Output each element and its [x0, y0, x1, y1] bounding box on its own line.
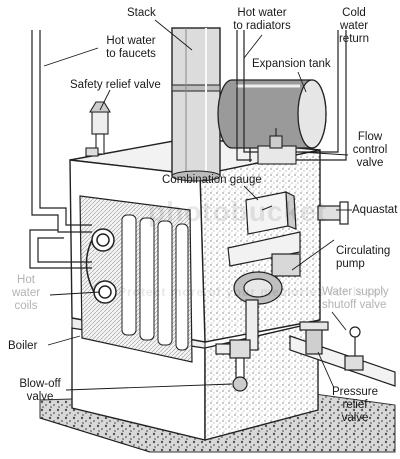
- label-safety-relief-valve: Safety relief valve: [70, 79, 161, 91]
- label-line: water: [339, 20, 369, 32]
- radiator-pipes: [236, 30, 347, 161]
- faucet-pipe: [29, 30, 92, 269]
- label-water-supply-shutoff: Water supply shutoff valve: [322, 286, 389, 312]
- label-stack: Stack: [127, 7, 156, 19]
- blow-off-valve: [215, 339, 251, 392]
- label-line: valve: [341, 412, 369, 424]
- label-line: pump: [336, 258, 365, 270]
- photobucket-watermark: photobucket: [148, 196, 327, 227]
- label-aquastat: Aquastat: [352, 204, 398, 216]
- label-line: shutoff valve: [322, 299, 387, 311]
- label-line: Hot water: [106, 35, 156, 47]
- safety-relief-valve: [85, 101, 111, 157]
- label-blow-off-valve: Blow-off valve: [14, 378, 66, 404]
- expansion-tank: [217, 79, 327, 162]
- label-line: water: [11, 287, 41, 299]
- label-line: return: [338, 33, 370, 45]
- label-combination-gauge: Combination gauge: [162, 174, 262, 186]
- label-line: Cold: [342, 7, 366, 19]
- label-line: control: [352, 144, 388, 156]
- label-line: to faucets: [106, 48, 156, 60]
- label-line: coils: [14, 300, 38, 312]
- circulating-pump: [227, 231, 301, 351]
- watermark-tagline: Protect more of your memories for less!: [118, 285, 386, 299]
- label-line: Hot: [17, 274, 35, 286]
- label-boiler: Boiler: [8, 340, 38, 352]
- label-line: to radiators: [233, 20, 291, 32]
- label-line: Circulating: [336, 245, 391, 257]
- label-hot-water-faucets: Hot water to faucets: [98, 35, 164, 61]
- label-expansion-tank: Expansion tank: [252, 58, 331, 70]
- label-circulating-pump: Circulating pump: [336, 245, 390, 271]
- label-hot-water-coils: Hot water coils: [5, 274, 47, 313]
- aquastat: [317, 201, 349, 225]
- label-line: Flow: [357, 131, 383, 143]
- label-flow-control-valve: Flow control valve: [348, 131, 392, 170]
- hot-water-coils: [85, 228, 117, 304]
- label-line: Blow-off: [19, 378, 61, 390]
- label-line: relief: [342, 399, 368, 411]
- label-line: Pressure: [331, 386, 379, 398]
- leader-lines: [43, 19, 352, 391]
- label-hot-water-radiators: Hot water to radiators: [232, 7, 292, 33]
- stack: [171, 27, 221, 182]
- label-line: valve: [356, 157, 384, 169]
- combination-gauge: [245, 190, 297, 235]
- flow-control-valve: [257, 128, 297, 165]
- supply-piping: [289, 321, 396, 387]
- label-line: Hot water: [237, 7, 287, 19]
- label-cold-water-return: Cold water return: [330, 7, 378, 46]
- label-line: valve: [26, 391, 54, 403]
- label-pressure-relief-valve: Pressure relief valve: [328, 386, 382, 425]
- label-line: Water supply: [322, 286, 389, 298]
